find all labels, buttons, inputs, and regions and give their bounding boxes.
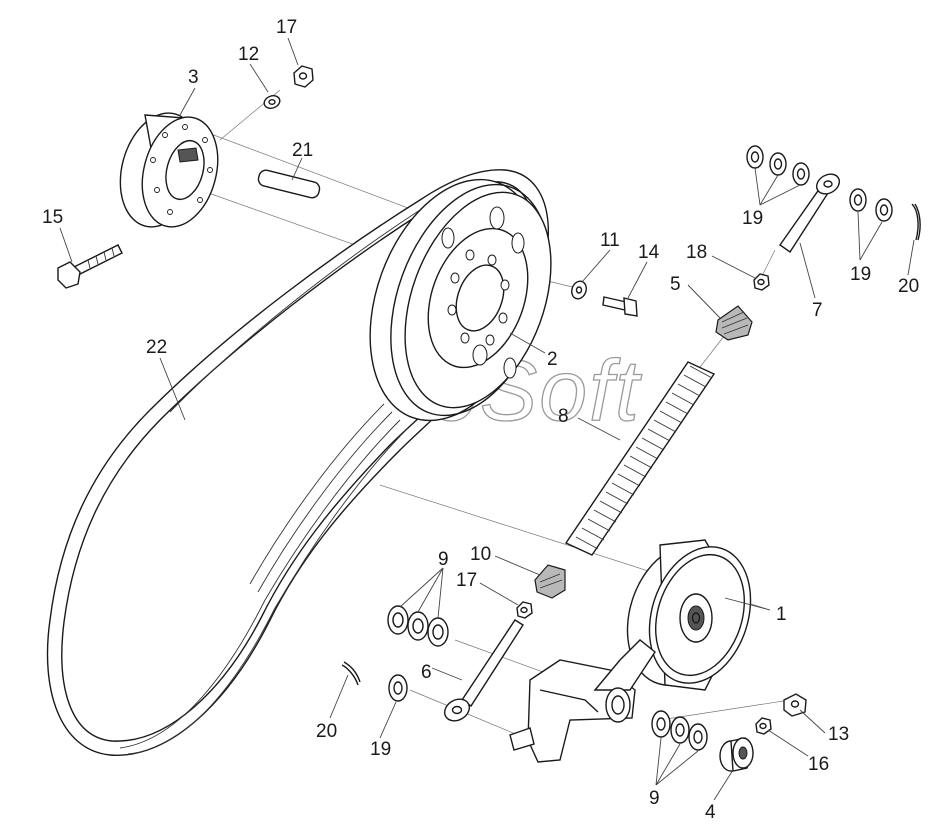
pulley-washer xyxy=(571,280,587,300)
spring-lower-cap xyxy=(534,564,566,599)
eye-bolt-upper xyxy=(779,173,841,253)
callout-20-upper: 20 xyxy=(898,276,919,297)
callout-6: 6 xyxy=(421,662,432,683)
callout-20-lower: 20 xyxy=(316,721,337,742)
callout-19-upper: 19 xyxy=(742,208,763,229)
cotter-pin-upper xyxy=(911,203,921,241)
grease-nut xyxy=(755,717,772,735)
callout-9-lower: 9 xyxy=(649,788,660,809)
spring-cap xyxy=(715,305,753,341)
callout-18: 18 xyxy=(686,242,707,263)
callout-11: 11 xyxy=(600,230,620,251)
washer-set-lower xyxy=(651,710,708,751)
tensioner-arm xyxy=(509,639,656,763)
callout-14: 14 xyxy=(638,242,660,263)
callout-leaders xyxy=(59,37,915,801)
callout-19-right: 19 xyxy=(850,264,871,285)
callout-13: 13 xyxy=(828,724,849,745)
callout-17-lower: 17 xyxy=(456,570,477,591)
adjuster-nut xyxy=(753,273,770,291)
callout-17-top: 17 xyxy=(276,17,297,38)
washer-lower xyxy=(388,674,408,702)
cotter-pin-lower xyxy=(341,661,361,686)
callout-7: 7 xyxy=(812,300,823,321)
callout-1: 1 xyxy=(776,604,787,625)
callout-15: 15 xyxy=(42,207,63,228)
callout-19-lower: 19 xyxy=(370,739,391,760)
hub xyxy=(119,112,219,228)
callout-2: 2 xyxy=(547,349,558,370)
washer-set-middle xyxy=(387,605,449,647)
callout-3: 3 xyxy=(188,67,199,88)
top-washer xyxy=(263,95,281,109)
washer-set-upper xyxy=(746,145,810,186)
top-nut xyxy=(293,65,314,88)
hub-bolt xyxy=(57,244,123,289)
callout-22: 22 xyxy=(146,337,167,358)
bushing xyxy=(719,737,754,772)
callout-8: 8 xyxy=(558,406,569,427)
washer-set-right xyxy=(849,188,893,222)
callout-labels: 3 12 17 21 15 22 11 14 18 5 7 2 8 19 19 … xyxy=(42,17,919,823)
crankshaft-pulley xyxy=(369,178,552,422)
key xyxy=(257,169,321,199)
callout-9-middle: 9 xyxy=(438,549,449,570)
tensioner-roller xyxy=(626,539,752,691)
pulley-bolt xyxy=(602,296,638,317)
callout-16: 16 xyxy=(808,754,829,775)
lower-nut xyxy=(516,601,533,619)
callout-21: 21 xyxy=(292,140,313,161)
callout-4: 4 xyxy=(705,802,716,823)
callout-12: 12 xyxy=(238,44,259,65)
callout-10: 10 xyxy=(470,544,491,565)
tension-spring xyxy=(564,361,716,556)
callout-5: 5 xyxy=(670,274,681,295)
eye-bolt-lower xyxy=(443,619,524,722)
